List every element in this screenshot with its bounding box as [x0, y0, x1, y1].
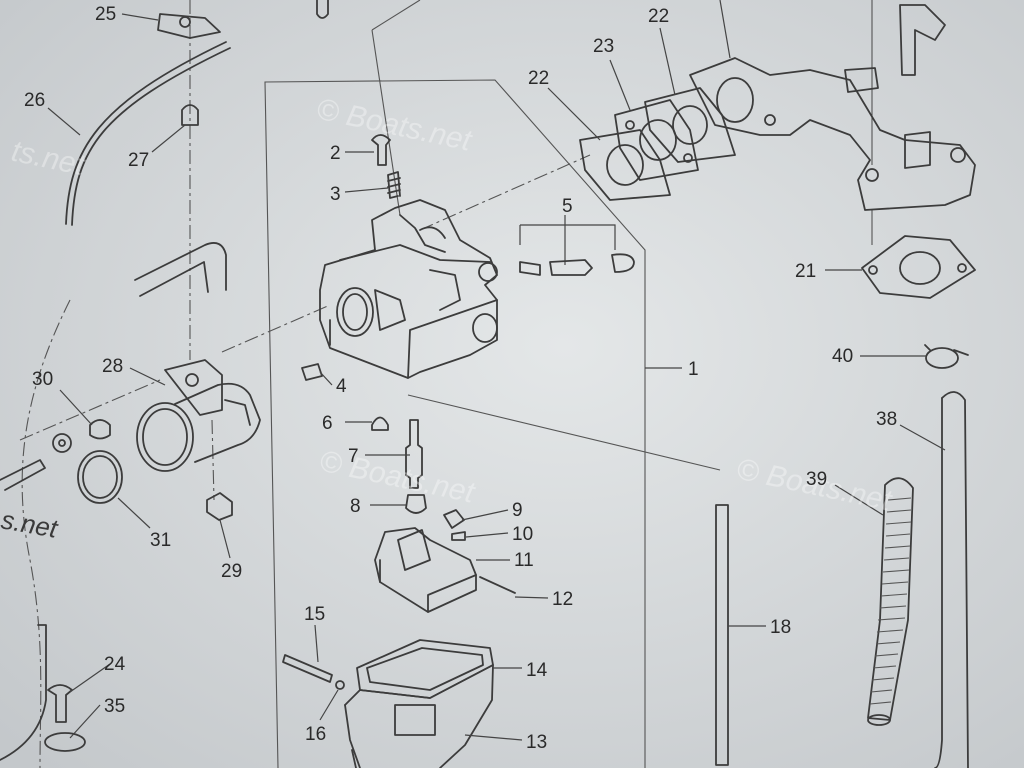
inlet-axis	[19, 379, 161, 441]
part-12-float-pin	[479, 576, 516, 594]
part-31-inner	[82, 455, 118, 499]
part-16-washer	[335, 680, 345, 690]
label-part-12: 12	[552, 589, 573, 610]
part-25-hole	[179, 16, 191, 28]
label-part-38: 38	[876, 409, 897, 430]
part-15-screw	[282, 654, 333, 683]
label-part-23: 23	[593, 36, 614, 57]
label-part-31: 31	[150, 530, 171, 551]
part-10-pin	[451, 531, 466, 541]
label-part-8: 8	[350, 496, 361, 517]
label-part-25: 25	[95, 4, 116, 25]
stud	[0, 459, 46, 491]
part-18-tube	[715, 504, 729, 766]
label-part-40: 40	[832, 346, 853, 367]
part-29-nut	[206, 492, 233, 521]
part-26-cable-edge	[65, 41, 227, 225]
label-part-6: 6	[322, 413, 333, 434]
top-guide-line-2	[371, 29, 401, 216]
label-part-16: 16	[305, 724, 326, 745]
label-part-30: 30	[32, 369, 53, 390]
part-31-o-ring	[77, 450, 123, 504]
part-23-spacer	[614, 99, 699, 181]
part-40-clamp	[924, 344, 969, 369]
part-30-nut	[89, 419, 111, 440]
label-part-18: 18	[770, 617, 791, 638]
label-part-7: 7	[348, 446, 359, 467]
label-part-15: 15	[304, 604, 325, 625]
part-22-gasket-right	[644, 87, 736, 163]
label-part-21: 21	[795, 261, 816, 282]
part-4-plug	[301, 363, 323, 381]
part-35-washer	[44, 732, 86, 752]
throttle-axis	[221, 304, 331, 353]
label-part-26: 26	[24, 90, 45, 111]
label-part-35: 35	[104, 696, 125, 717]
washer-hole	[58, 439, 66, 447]
label-part-5: 5	[562, 196, 573, 217]
label-part-13: 13	[526, 732, 547, 753]
label-part-9: 9	[512, 500, 523, 521]
part-3-spring	[387, 171, 401, 199]
carburetor-body	[319, 199, 498, 379]
label-part-24: 24	[104, 654, 126, 675]
part-24-screw	[47, 684, 73, 723]
washer	[52, 433, 72, 453]
left-centerline-2	[211, 419, 215, 501]
label-part-11: 11	[514, 550, 534, 571]
label-part-22-left: 22	[528, 68, 549, 89]
part-28-throttle-body	[136, 359, 261, 472]
part-5-idle-screw-set	[519, 215, 635, 276]
label-part-22-right: 22	[648, 6, 669, 27]
part-11-float	[374, 527, 477, 613]
top-pin	[316, 0, 329, 19]
part-26-cable	[71, 47, 231, 226]
part-25-plate	[157, 13, 221, 39]
part-22-gasket-left	[579, 129, 671, 201]
vent-hose-edge	[139, 261, 209, 297]
label-part-1: 1	[688, 359, 699, 380]
routing-line	[407, 394, 721, 471]
bowl-drain	[351, 749, 357, 768]
part-21-gasket	[861, 235, 976, 299]
elbow-fitting	[899, 4, 946, 76]
part-7-jet	[405, 419, 423, 489]
label-part-4: 4	[336, 376, 347, 397]
label-part-2: 2	[330, 143, 341, 164]
part-39-corrugated-hose	[867, 477, 914, 726]
top-guide-line	[371, 0, 421, 31]
label-part-10: 10	[512, 524, 533, 545]
part-27-cap	[181, 104, 199, 126]
left-rod	[0, 624, 47, 761]
part-8-main-jet	[405, 494, 427, 514]
part-38-hose	[941, 391, 969, 768]
intake-manifold	[689, 57, 976, 211]
label-part-27: 27	[128, 150, 149, 171]
label-part-28: 28	[102, 356, 123, 377]
part-2-screw	[371, 134, 391, 166]
part-13-float-bowl	[344, 664, 494, 768]
leader-lines	[47, 0, 946, 741]
label-part-29: 29	[221, 561, 242, 582]
part-6-cap	[371, 416, 389, 431]
assembly-outline	[264, 79, 646, 768]
label-part-14: 14	[526, 660, 548, 681]
label-part-3: 3	[330, 184, 341, 205]
label-part-39: 39	[806, 469, 827, 490]
part-number-labels: 25 26 27 2 3 22 23 22 5 21 40 38 39 1 4 …	[24, 4, 897, 753]
far-left-centerline	[21, 299, 71, 768]
vent-hose	[134, 242, 227, 291]
